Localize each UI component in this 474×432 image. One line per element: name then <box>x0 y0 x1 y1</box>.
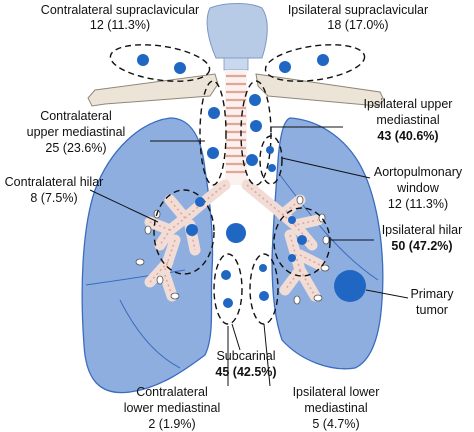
node-contralateral-hilar-1 <box>195 197 205 207</box>
label-subcarinal-name: Subcarinal <box>216 349 275 363</box>
clavicle-contralateral <box>87 73 219 107</box>
zone-contralateral-upper-mediastinal <box>199 80 227 186</box>
zone-aortopulmonary-window <box>259 135 283 185</box>
label-primary-tumor-line2: tumor <box>416 303 448 317</box>
node-contralateral-lower-mediastinal-1 <box>221 270 231 280</box>
label-ipsilateral-upper-mediastinal-line1: Ipsilateral upper <box>364 97 453 111</box>
node-contralateral-upper-mediastinal-2 <box>207 147 219 159</box>
contralateral-lung-shape <box>81 117 214 394</box>
lymph-nodes <box>137 54 366 308</box>
label-aortopulmonary-window: Aortopulmonary window 12 (11.3%) <box>374 165 463 211</box>
node-ipsilateral-hilar-3 <box>288 254 296 262</box>
zone-contralateral-hilar <box>153 189 215 275</box>
label-ipsilateral-lower-mediastinal-line1: Ipsilateral lower <box>293 385 380 399</box>
label-aortopulmonary-window-line1: Aortopulmonary <box>374 165 463 179</box>
label-contralateral-lower-mediastinal: Contralateral lower mediastinal 2 (1.9%) <box>124 385 221 431</box>
node-ipsilateral-supraclavicular-1 <box>279 61 291 73</box>
label-ipsilateral-lower-mediastinal-line2: mediastinal <box>304 401 367 415</box>
node-ipsilateral-hilar-1 <box>288 216 296 224</box>
label-contralateral-supraclavicular: Contralateral supraclavicular 12 (11.3%) <box>41 3 199 32</box>
zone-contralateral-lower-mediastinal <box>213 253 243 325</box>
node-aortopulmonary-window-1 <box>266 146 274 154</box>
node-ipsilateral-upper-mediastinal-2 <box>250 120 262 132</box>
label-contralateral-upper-mediastinal-line2: upper mediastinal <box>27 125 126 139</box>
label-contralateral-supraclavicular-name: Contralateral supraclavicular <box>41 3 199 17</box>
label-aortopulmonary-window-stat: 12 (11.3%) <box>388 197 448 211</box>
bronchial-tree <box>144 179 326 302</box>
label-ipsilateral-supraclavicular: Ipsilateral supraclavicular 18 (17.0%) <box>288 3 428 32</box>
label-ipsilateral-lower-mediastinal-stat: 5 (4.7%) <box>312 417 359 431</box>
right-lung-contralateral <box>81 117 214 394</box>
label-primary-tumor: Primary tumor <box>410 287 454 317</box>
label-ipsilateral-supraclavicular-stat: 18 (17.0%) <box>327 18 388 32</box>
label-contralateral-lower-mediastinal-stat: 2 (1.9%) <box>148 417 195 431</box>
node-ipsilateral-hilar-2 <box>297 235 307 245</box>
node-contralateral-upper-mediastinal-1 <box>208 107 220 119</box>
leader-lines <box>89 126 409 387</box>
contralateral-lung-fissure <box>85 269 186 286</box>
contralateral-lung-fissure-lower <box>119 299 181 369</box>
label-subcarinal-stat: 45 (42.5%) <box>215 365 276 379</box>
clavicle-ipsilateral <box>255 73 385 107</box>
label-contralateral-hilar: Contralateral hilar 8 (7.5%) <box>5 175 104 205</box>
label-contralateral-upper-mediastinal-stat: 25 (23.6%) <box>45 141 106 155</box>
larynx <box>206 3 268 71</box>
label-contralateral-upper-mediastinal-line1: Contralateral <box>40 109 112 123</box>
node-contralateral-lower-mediastinal-2 <box>223 298 233 308</box>
node-aortopulmonary-window-2 <box>268 164 276 172</box>
node-contralateral-hilar-2 <box>186 224 198 236</box>
node-primary-tumor <box>334 270 366 302</box>
zone-contralateral-supraclavicular <box>109 44 211 82</box>
label-contralateral-supraclavicular-stat: 12 (11.3%) <box>90 18 150 32</box>
zone-ipsilateral-hilar <box>273 207 331 277</box>
node-contralateral-supraclavicular-2 <box>174 62 186 74</box>
label-ipsilateral-supraclavicular-name: Ipsilateral supraclavicular <box>288 3 428 17</box>
label-contralateral-lower-mediastinal-line1: Contralateral <box>136 385 208 399</box>
ipsilateral-lung-fissure <box>279 174 379 281</box>
label-contralateral-upper-mediastinal: Contralateral upper mediastinal 25 (23.6… <box>27 109 126 155</box>
label-contralateral-hilar-stat: 8 (7.5%) <box>30 191 77 205</box>
node-ipsilateral-upper-mediastinal-3 <box>246 154 258 166</box>
node-contralateral-supraclavicular-1 <box>137 54 149 66</box>
label-ipsilateral-upper-mediastinal: Ipsilateral upper mediastinal 43 (40.6%) <box>364 97 453 143</box>
trachea <box>225 70 247 185</box>
label-ipsilateral-hilar: Ipsilateral hilar 50 (47.2%) <box>382 223 463 253</box>
label-subcarinal: Subcarinal 45 (42.5%) <box>215 349 276 379</box>
zone-ipsilateral-supraclavicular <box>264 44 366 82</box>
label-ipsilateral-upper-mediastinal-line2: mediastinal <box>376 113 439 127</box>
node-ipsilateral-supraclavicular-2 <box>317 54 329 66</box>
label-aortopulmonary-window-line2: window <box>396 181 440 195</box>
label-ipsilateral-upper-mediastinal-stat: 43 (40.6%) <box>377 129 438 143</box>
node-ipsilateral-upper-mediastinal-1 <box>249 94 261 106</box>
label-primary-tumor-line1: Primary <box>410 287 454 301</box>
label-ipsilateral-hilar-stat: 50 (47.2%) <box>391 239 452 253</box>
label-ipsilateral-lower-mediastinal: Ipsilateral lower mediastinal 5 (4.7%) <box>293 385 380 431</box>
label-contralateral-hilar-name: Contralateral hilar <box>5 175 104 189</box>
node-subcarinal <box>226 223 246 243</box>
label-ipsilateral-hilar-name: Ipsilateral hilar <box>382 223 463 237</box>
node-ipsilateral-lower-mediastinal-2 <box>259 291 269 301</box>
zone-ipsilateral-upper-mediastinal <box>240 80 272 186</box>
label-contralateral-lower-mediastinal-line2: lower mediastinal <box>124 401 221 415</box>
node-ipsilateral-lower-mediastinal-1 <box>259 264 267 272</box>
